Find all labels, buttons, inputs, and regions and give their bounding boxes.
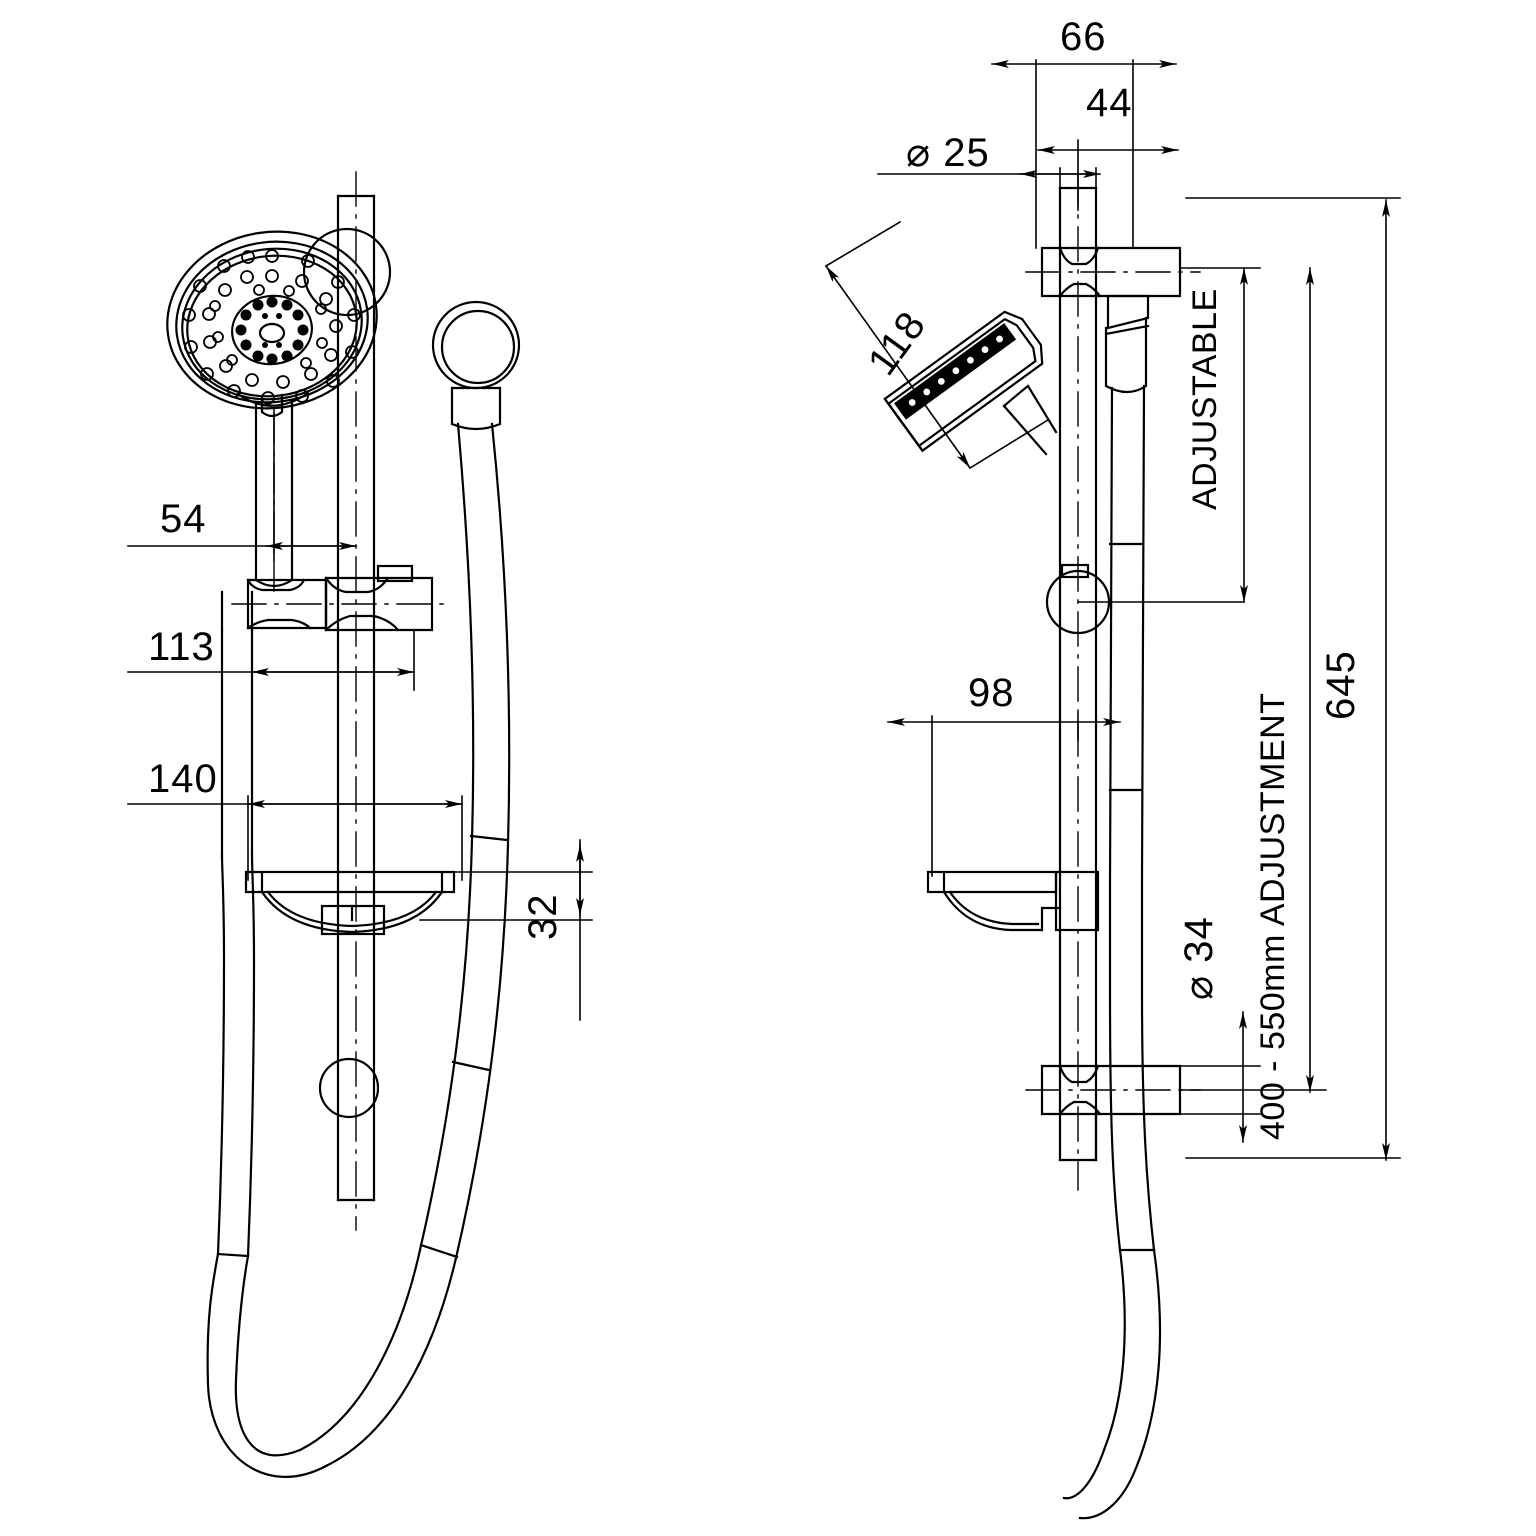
dim-54 — [127, 409, 357, 561]
dim-98 — [887, 713, 1121, 877]
shower-head-icon — [166, 230, 378, 418]
dim-label-54: 54 — [160, 497, 207, 541]
center-nozzles — [235, 296, 309, 365]
dim-label-66: 66 — [1060, 15, 1107, 59]
dim-adjustment-range — [1179, 267, 1327, 1093]
slider-bracket-icon — [246, 564, 434, 632]
dim-645 — [1185, 197, 1401, 1161]
front-view-dimensions — [127, 409, 593, 1021]
dim-label-113: 113 — [148, 625, 215, 669]
dim-label-140: 140 — [148, 757, 218, 801]
dim-adjustable — [1179, 267, 1261, 603]
flexible-hose-icon — [206, 300, 521, 1478]
nozzle-ring-inner-small — [209, 284, 328, 369]
dim-140 — [127, 795, 463, 881]
dim-66 — [991, 59, 1177, 249]
dim-label-34: ⌀ 34 — [1177, 916, 1221, 1000]
top-wall-bracket-icon — [302, 227, 392, 317]
dim-label-98: 98 — [968, 671, 1015, 715]
front-view-group — [166, 171, 521, 1478]
dim-label-25: ⌀ 25 — [906, 131, 990, 175]
dimension-labels: 54 113 140 32 66 44 ⌀ 25 118 98 ⌀ 34 ADJ… — [148, 15, 1363, 1140]
nozzle-ring-outer — [182, 249, 361, 405]
dim-label-44: 44 — [1086, 81, 1133, 125]
soap-dish-icon — [244, 870, 456, 936]
side-view-dimensions — [824, 59, 1401, 1161]
bottom-wall-bracket-icon — [318, 1057, 380, 1119]
dim-label-adjustment-range: 400 - 550mm ADJUSTMENT — [1254, 693, 1292, 1140]
soap-dish-side-icon — [926, 870, 1100, 932]
dim-25 — [877, 167, 1101, 193]
flexible-hose-side-icon — [1062, 294, 1162, 1520]
dim-32 — [419, 839, 593, 1021]
dim-113 — [127, 629, 415, 691]
dim-label-adjustable: ADJUSTABLE — [1186, 288, 1224, 510]
dim-label-645: 645 — [1319, 650, 1363, 720]
dim-34 — [1151, 1011, 1261, 1143]
dim-118 — [824, 220, 1050, 470]
dim-label-32: 32 — [521, 894, 565, 941]
top-wall-bracket-side-icon — [1040, 246, 1182, 298]
